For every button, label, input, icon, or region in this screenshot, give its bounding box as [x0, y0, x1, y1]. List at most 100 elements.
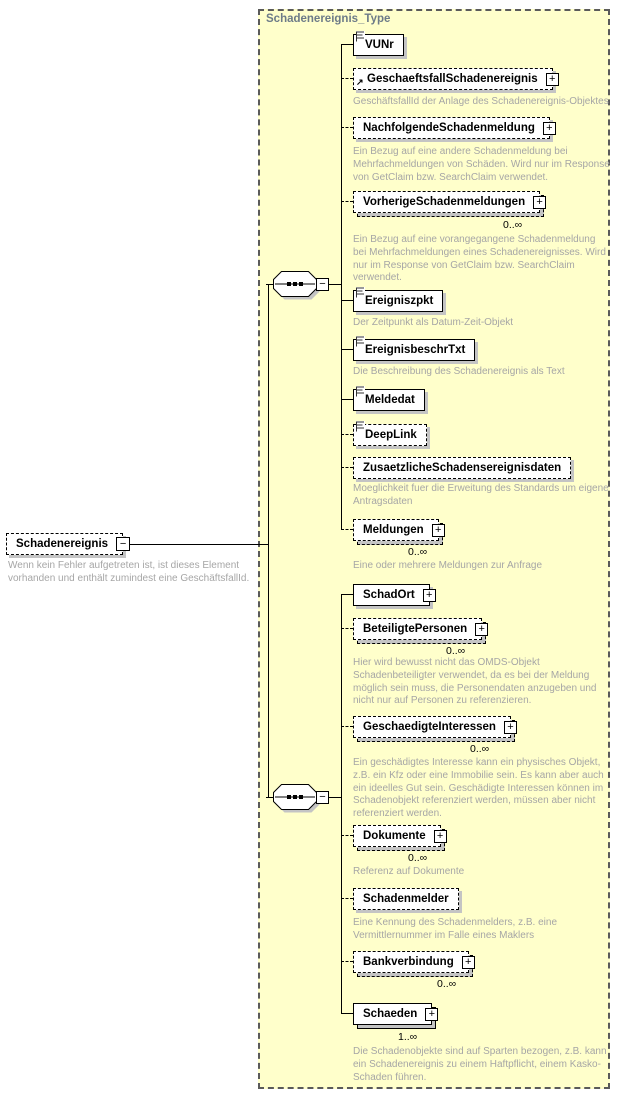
- element-beteiligtepersonen[interactable]: BeteiligtePersonen +: [353, 618, 489, 644]
- expand-icon[interactable]: +: [433, 830, 447, 843]
- connector-line: [341, 529, 353, 530]
- element-label: Schadenereignis: [16, 538, 109, 550]
- annotation-text: Ein geschädigtes Interesse kann ein phys…: [353, 757, 604, 820]
- connector-line: [118, 544, 268, 545]
- element-deeplink[interactable]: DeepLink: [353, 421, 427, 446]
- text-content-icon: [356, 336, 365, 348]
- connector-line: [329, 797, 341, 798]
- text-content-icon: [356, 386, 365, 398]
- connector-line: [341, 594, 353, 595]
- expand-icon[interactable]: +: [503, 721, 517, 734]
- connector-line: [341, 300, 353, 301]
- occurrence-label: 0..∞: [437, 978, 457, 990]
- occurrence-label: 1..∞: [398, 1031, 418, 1043]
- element-label: Ereigniszpkt: [365, 295, 434, 307]
- element-label: VorherigeSchadenmeldungen: [363, 196, 526, 208]
- occurrence-label: 0..∞: [470, 743, 490, 755]
- annotation-text: Ein Bezug auf eine vorangegangene Schade…: [353, 234, 606, 284]
- expand-icon[interactable]: +: [425, 1008, 439, 1021]
- element-label: Meldedat: [365, 394, 415, 406]
- connector-line: [341, 594, 342, 1014]
- occurrence-label: 0..∞: [408, 546, 428, 558]
- collapse-icon[interactable]: −: [316, 278, 329, 291]
- annotation-text: Der Zeitpunkt als Datum-Zeit-Objekt: [353, 317, 514, 328]
- element-label: BeteiligtePersonen: [363, 623, 468, 635]
- element-schadort[interactable]: SchadOrt +: [353, 584, 436, 606]
- connector-line: [266, 284, 275, 285]
- connector-line: [329, 284, 341, 285]
- element-label: Schaeden: [363, 1008, 418, 1020]
- connector-line: [341, 467, 353, 468]
- element-meldungen[interactable]: Meldungen +: [353, 519, 445, 545]
- connector-line: [341, 201, 353, 202]
- element-schadenereignis[interactable]: Schadenereignis −: [6, 533, 131, 555]
- sequence-compositor-icon[interactable]: [273, 784, 323, 816]
- annotation-text: Ein Bezug auf eine andere Schadenmeldung…: [353, 146, 610, 183]
- annotation-text: Wenn kein Fehler aufgetreten ist, ist di…: [8, 560, 250, 584]
- element-schaeden[interactable]: Schaeden +: [353, 1003, 439, 1029]
- expand-icon[interactable]: +: [461, 956, 475, 969]
- expand-icon[interactable]: +: [475, 623, 489, 636]
- element-label: Bankverbindung: [363, 956, 454, 968]
- connector-line: [341, 628, 353, 629]
- element-vorherigeschadenmeldungen[interactable]: VorherigeSchadenmeldungen +: [353, 191, 547, 217]
- occurrence-label: 0..∞: [503, 219, 523, 231]
- element-label: EreignisbeschrTxt: [365, 344, 466, 356]
- element-label: ZusaetzlicheSchadensereignisdaten: [363, 462, 562, 474]
- connector-line: [266, 797, 275, 798]
- element-zusaetzlicheschadensereignisdaten[interactable]: ZusaetzlicheSchadensereignisdaten: [353, 457, 572, 479]
- collapse-icon[interactable]: −: [116, 537, 131, 551]
- connector-line: [341, 726, 353, 727]
- expand-icon[interactable]: +: [533, 196, 547, 209]
- element-label: GeschaedigteInteressen: [363, 721, 496, 733]
- occurrence-label: 0..∞: [408, 852, 428, 864]
- expand-icon[interactable]: +: [422, 589, 436, 602]
- annotation-text: GeschäftsfallId der Anlage des Schadener…: [353, 96, 609, 107]
- element-ereigniszpkt[interactable]: Ereigniszpkt: [353, 287, 444, 312]
- element-label: SchadOrt: [363, 589, 415, 601]
- element-dokumente[interactable]: Dokumente +: [353, 825, 447, 851]
- annotation-text: Moeglichkeit fuer die Erweitung des Stan…: [353, 483, 609, 507]
- element-label: Meldungen: [363, 524, 424, 536]
- text-content-icon: [356, 287, 365, 299]
- connector-line: [341, 898, 353, 899]
- expand-icon[interactable]: +: [431, 524, 445, 537]
- element-label: Dokumente: [363, 830, 426, 842]
- element-schadenmelder[interactable]: Schadenmelder: [353, 888, 459, 910]
- connector-line: [341, 961, 353, 962]
- annotation-text: Die Beschreibung des Schadenereignis als…: [353, 366, 565, 377]
- annotation-text: Eine Kennung des Schadenmelders, z.B. ei…: [353, 917, 558, 941]
- sequence-compositor-icon[interactable]: [273, 271, 323, 303]
- element-meldedat[interactable]: Meldedat: [353, 386, 425, 411]
- annotation-text: Die Schadenobjekte sind auf Sparten bezo…: [353, 1046, 607, 1083]
- element-bankverbindung[interactable]: Bankverbindung +: [353, 951, 475, 977]
- connector-line: [341, 835, 353, 836]
- element-nachfolgendeschadenmeldung[interactable]: NachfolgendeSchadenmeldung +: [353, 117, 556, 139]
- connector-line: [341, 78, 353, 79]
- element-vunr[interactable]: VUNr: [353, 31, 404, 56]
- element-geschaeftsfallschadenereignis[interactable]: ↗ GeschaeftsfallSchadenereignis +: [353, 68, 559, 90]
- connector-line: [341, 127, 353, 128]
- connector-line: [341, 44, 342, 530]
- expand-icon[interactable]: +: [545, 73, 559, 86]
- connector-line: [341, 399, 353, 400]
- text-content-icon: [356, 31, 365, 43]
- complex-type-title: Schadenereignis_Type: [266, 13, 391, 25]
- occurrence-label: 0..∞: [446, 645, 466, 657]
- element-geschaedigteinteressen[interactable]: GeschaedigteInteressen +: [353, 716, 517, 742]
- connector-line: [341, 434, 353, 435]
- annotation-text: Referenz auf Dokumente: [353, 866, 465, 877]
- element-label: NachfolgendeSchadenmeldung: [363, 122, 535, 134]
- element-label: VUNr: [365, 39, 394, 51]
- connector-line: [341, 44, 353, 45]
- expand-icon[interactable]: +: [542, 122, 556, 135]
- element-label: DeepLink: [365, 429, 417, 441]
- annotation-text: Eine oder mehrere Meldungen zur Anfrage: [353, 560, 543, 571]
- element-ereignisbeschrtxt[interactable]: EreignisbeschrTxt: [353, 336, 476, 361]
- connector-line: [268, 284, 269, 798]
- text-content-icon: [356, 421, 365, 433]
- element-label: GeschaeftsfallSchadenereignis: [367, 73, 538, 85]
- collapse-icon[interactable]: −: [316, 791, 329, 804]
- element-label: Schadenmelder: [363, 893, 449, 905]
